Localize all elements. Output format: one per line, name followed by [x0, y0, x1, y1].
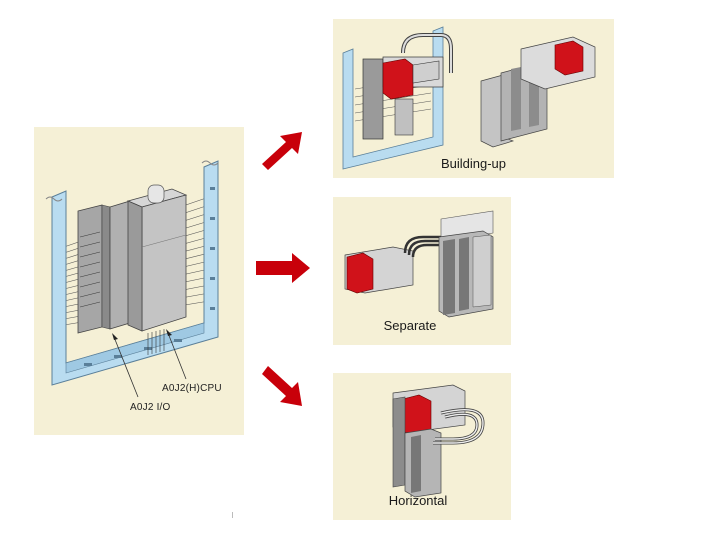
io-module — [77, 200, 131, 334]
arrow-right-icon — [256, 253, 310, 283]
cpu-module — [126, 184, 188, 355]
separate-red-module — [346, 252, 374, 294]
io-label: A0J2 I/O — [130, 402, 171, 413]
arrow-down-right-icon — [262, 366, 302, 406]
horizontal-illustration — [392, 384, 485, 498]
io-pointer-line — [113, 336, 139, 398]
building-up-illustration — [342, 26, 596, 170]
a0j2-mounting-illustration — [45, 160, 219, 398]
stray-mark — [232, 512, 233, 518]
main-panel: A0J2(H)CPU A0J2 I/O — [34, 127, 244, 435]
building-up-exploded-red-module — [554, 40, 584, 76]
option-separate: Separate — [333, 197, 511, 345]
cpu-pointer-line — [167, 332, 187, 380]
option-building-up: Building-up — [333, 19, 614, 178]
separate-illustration — [344, 210, 494, 318]
caption-separate: Separate — [383, 318, 437, 333]
building-up-red-module — [382, 58, 414, 100]
option-horizontal: Horizontal — [333, 373, 511, 520]
caption-building-up: Building-up — [440, 156, 507, 171]
caption-horizontal: Horizontal — [388, 493, 448, 508]
cpu-label: A0J2(H)CPU — [162, 383, 222, 394]
arrow-up-right-icon — [262, 132, 302, 170]
